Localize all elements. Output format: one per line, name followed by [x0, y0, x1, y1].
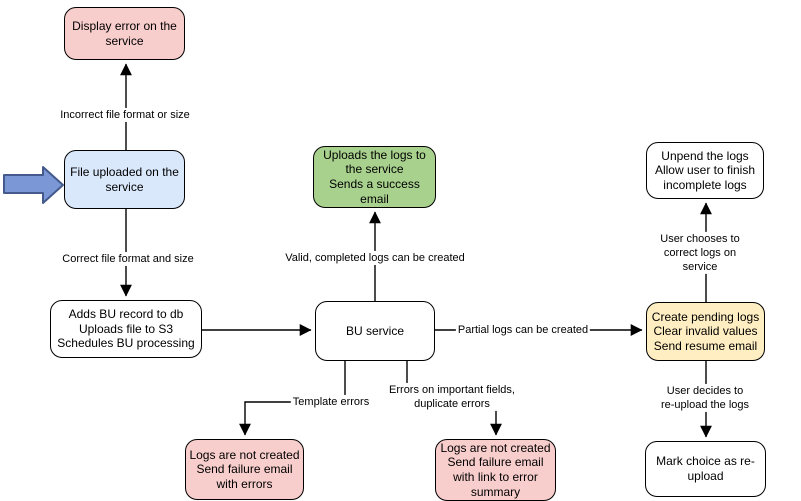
edge-label-correct-format: Correct file format and size [60, 251, 196, 267]
edge-label-incorrect-format: Incorrect file format or size [58, 107, 192, 123]
edge-label-user-corrects: User chooses to correct logs on service [649, 231, 751, 275]
node-logs-not-created-errors: Logs are not created Send failure email … [185, 439, 304, 500]
node-mark-reupload: Mark choice as re- upload [645, 441, 766, 497]
node-display-error: Display error on the service [64, 7, 185, 60]
start-arrow-icon [3, 166, 64, 204]
edge-label-user-reuploads: User decides to re-upload the logs [657, 383, 753, 413]
node-logs-not-created-summary: Logs are not created Send failure email … [435, 439, 556, 501]
node-bu-service: BU service [315, 301, 435, 361]
node-file-uploaded: File uploaded on the service [64, 150, 185, 209]
node-adds-bu-record: Adds BU record to db Uploads file to S3 … [50, 300, 202, 358]
edge-label-partial-logs: Partial logs can be created [455, 322, 591, 338]
node-create-pending-logs: Create pending logs Clear invalid values… [646, 302, 765, 361]
edge-label-valid-logs: Valid, completed logs can be created [283, 250, 467, 266]
node-unpend-logs: Unpend the logs Allow user to finish inc… [646, 142, 764, 199]
edge-label-template-errors: Template errors [290, 394, 372, 410]
node-uploads-logs-success: Uploads the logs to the service Sends a … [313, 146, 436, 208]
edge-label-important-errors: Errors on important fields, duplicate er… [387, 382, 517, 412]
